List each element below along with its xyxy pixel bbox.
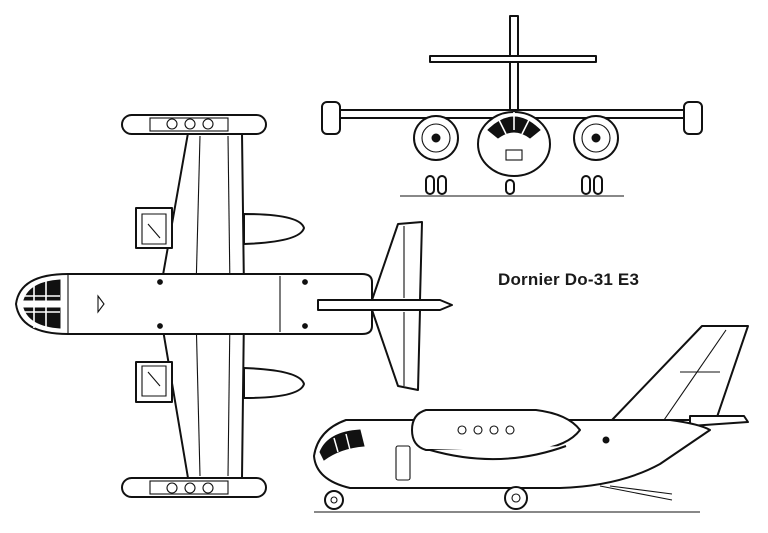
front-view — [321, 15, 703, 197]
plan-view — [15, 114, 453, 498]
side-nose-wheel — [324, 490, 344, 510]
side-engine-pod — [411, 409, 581, 451]
plan-wingtip-pod-upper — [121, 114, 267, 135]
plan-cockpit-windows — [23, 279, 61, 330]
side-main-wheel — [504, 486, 528, 510]
plan-horizontal-stabilizer — [371, 221, 423, 301]
plan-wingtip-pod-lower — [121, 477, 267, 498]
plan-engine-nacelle-lower — [135, 361, 173, 403]
aircraft-caption: Dornier Do-31 E3 — [498, 270, 640, 289]
plan-engine-nacelle-upper — [135, 207, 173, 249]
plan-fuselage — [15, 273, 373, 335]
side-vertical-fin — [611, 325, 749, 421]
side-view — [313, 325, 749, 513]
front-tailplane — [429, 55, 597, 63]
side-cockpit-windows — [319, 429, 365, 461]
